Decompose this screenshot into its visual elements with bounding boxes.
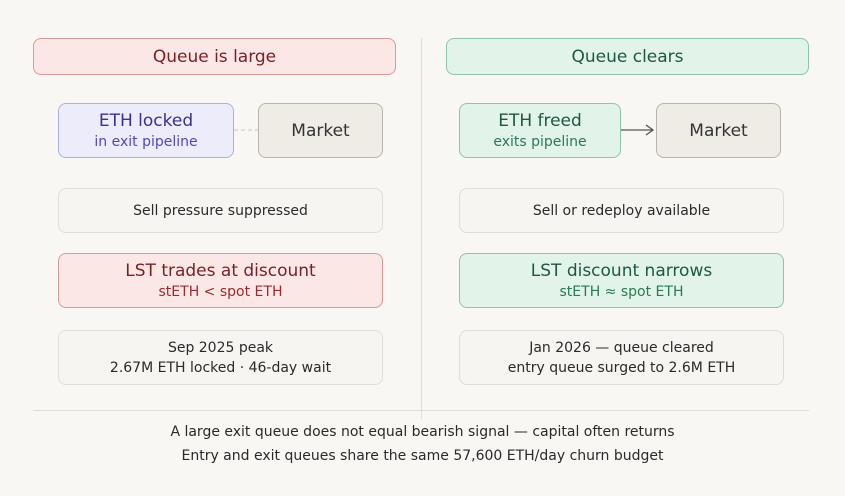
lst-narrows-box: LST discount narrows stETH ≈ spot ETH xyxy=(459,253,784,308)
footer-divider xyxy=(33,410,809,411)
footer-line-2: Entry and exit queues share the same 57,… xyxy=(181,448,664,464)
right-note-line2: entry queue surged to 2.6M ETH xyxy=(507,359,736,376)
eth-freed-box: ETH freed exits pipeline xyxy=(459,103,621,158)
left-header: Queue is large xyxy=(33,38,396,75)
right-note-box: Jan 2026 — queue cleared entry queue sur… xyxy=(459,330,784,385)
lst-narrows-title: LST discount narrows xyxy=(530,261,713,281)
market-box-right: Market xyxy=(656,103,781,158)
left-note-line2: 2.67M ETH locked · 46-day wait xyxy=(109,359,332,376)
right-header-label: Queue clears xyxy=(571,46,684,67)
sell-redeploy-label: Sell or redeploy available xyxy=(532,202,711,219)
eth-locked-title: ETH locked xyxy=(98,111,194,131)
eth-locked-subtitle: in exit pipeline xyxy=(94,134,198,150)
eth-freed-title: ETH freed xyxy=(498,111,582,131)
eth-locked-box: ETH locked in exit pipeline xyxy=(58,103,234,158)
market-label-left: Market xyxy=(291,120,350,141)
sell-redeploy-box: Sell or redeploy available xyxy=(459,188,784,233)
sell-pressure-label: Sell pressure suppressed xyxy=(133,202,308,219)
left-header-label: Queue is large xyxy=(152,46,277,67)
left-note-box: Sep 2025 peak 2.67M ETH locked · 46-day … xyxy=(58,330,383,385)
right-header: Queue clears xyxy=(446,38,809,75)
lst-discount-title: LST trades at discount xyxy=(125,261,316,281)
lst-narrows-subtitle: stETH ≈ spot ETH xyxy=(559,284,684,300)
lst-discount-subtitle: stETH < spot ETH xyxy=(158,284,283,300)
market-label-right: Market xyxy=(689,120,748,141)
sell-pressure-box: Sell pressure suppressed xyxy=(58,188,383,233)
market-box-left: Market xyxy=(258,103,383,158)
left-note-line1: Sep 2025 peak xyxy=(167,339,274,356)
right-note-line1: Jan 2026 — queue cleared xyxy=(529,339,714,356)
lst-discount-box: LST trades at discount stETH < spot ETH xyxy=(58,253,383,308)
flow-arrowhead xyxy=(645,124,655,136)
footer-line-1: A large exit queue does not equal bearis… xyxy=(170,424,675,440)
eth-freed-subtitle: exits pipeline xyxy=(493,134,587,150)
column-divider xyxy=(421,38,422,419)
